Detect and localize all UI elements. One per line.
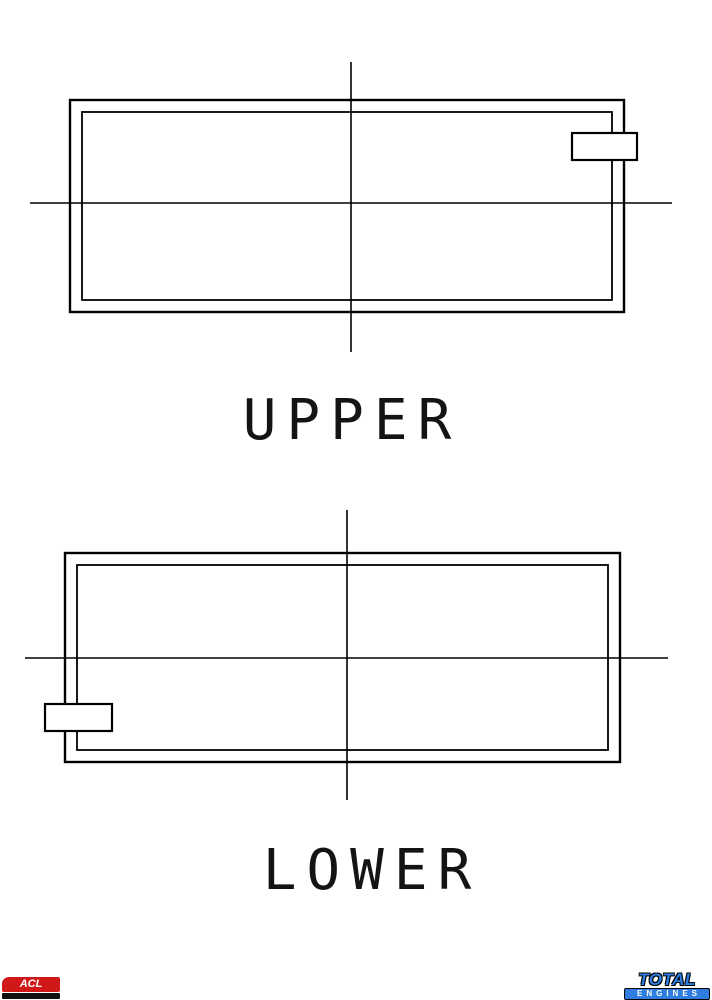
lower-shell-inner-outline (76, 564, 609, 751)
total-engines-wordmark: TOTAL (638, 970, 696, 989)
total-engines-subtext: ENGINES (624, 988, 710, 1000)
total-engines-logo: TOTAL ENGINES (624, 970, 710, 1000)
upper-label: UPPER (242, 388, 462, 453)
lower-label: LOWER (262, 838, 482, 903)
acl-brand-text: ACL (2, 977, 60, 992)
lower-locating-tab (43, 702, 114, 733)
upper-locating-tab (570, 131, 639, 162)
acl-logo-strip (2, 993, 60, 999)
lower-shell-outline (63, 551, 622, 764)
lower-bearing-drawing (25, 510, 668, 800)
upper-bearing-drawing (30, 62, 672, 352)
upper-shell-inner-outline (81, 111, 613, 301)
upper-shell-outline (68, 98, 626, 314)
acl-logo: ACL (2, 977, 60, 999)
